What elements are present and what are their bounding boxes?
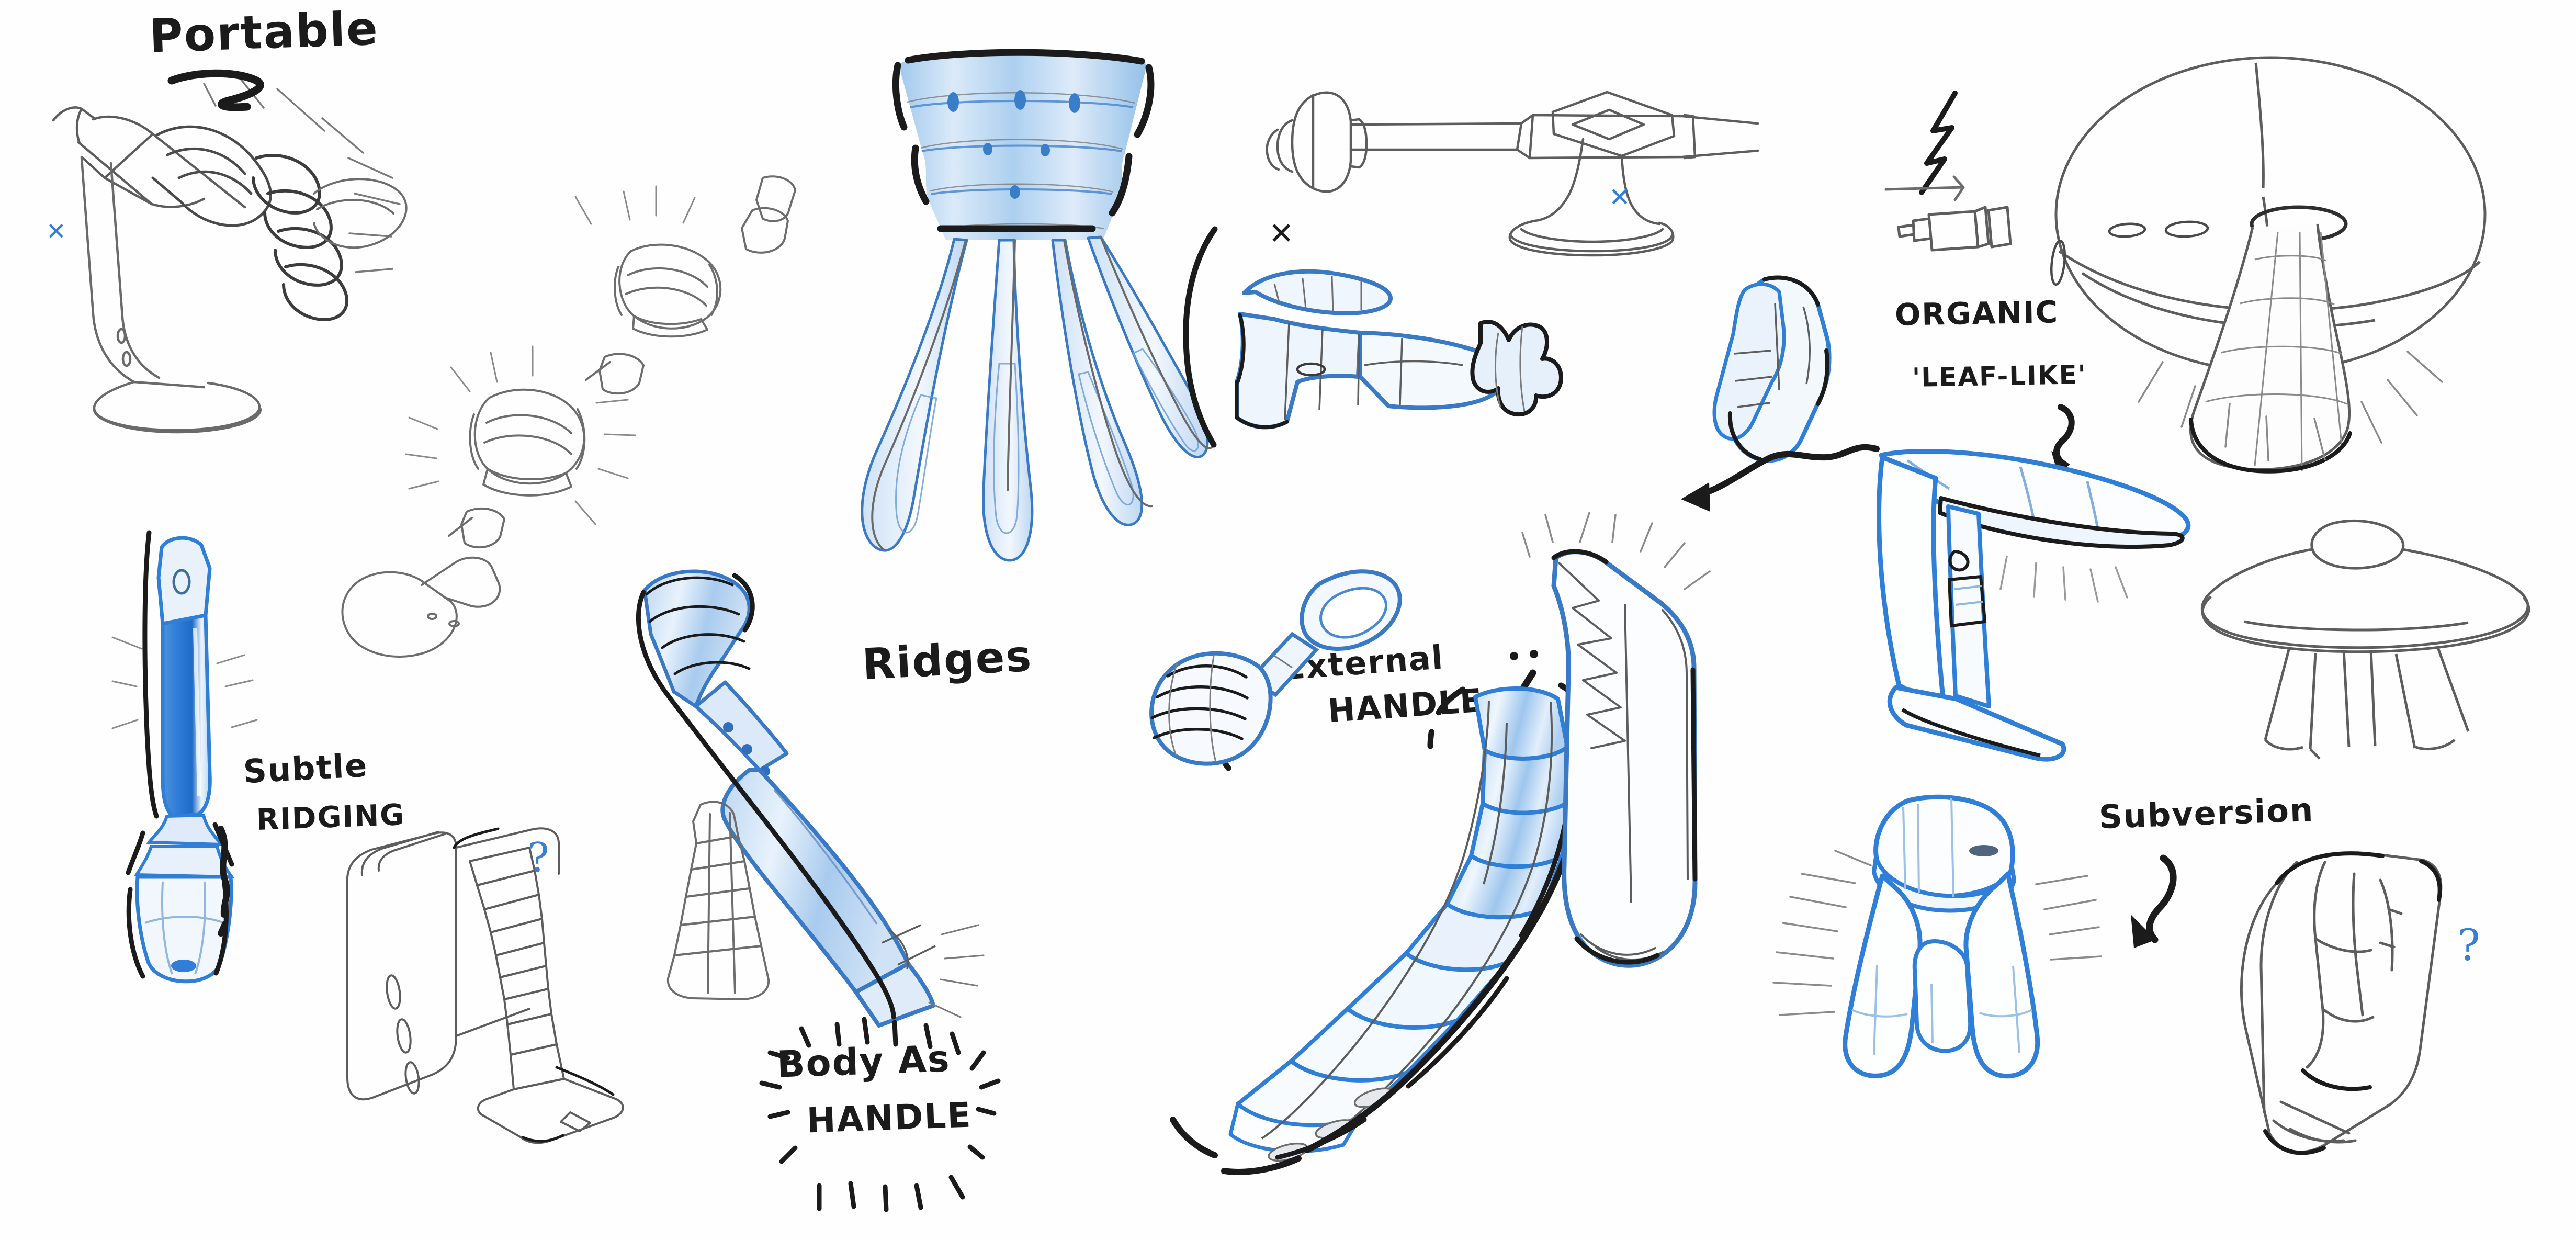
x-mark-external-handle: ✕	[1269, 216, 1294, 251]
sketch-leaf-blade	[1521, 512, 1742, 1036]
sketch-tripod-stool-lamp	[1758, 764, 2102, 1099]
question-mark-ridged-block: ?	[527, 835, 549, 882]
sketch-ribbed-cone-handle	[1135, 555, 1428, 785]
x-mark-barbell: ✕	[1609, 182, 1631, 212]
arrow-to-leaf-lamp-icon	[1671, 434, 1891, 523]
sketch-barbell-pedestal	[1256, 37, 1759, 257]
sketch-wrapped-form	[2213, 842, 2506, 1209]
sketch-saucer-lamp	[2187, 513, 2553, 785]
sketch-small-ribbed-cone	[646, 795, 803, 1005]
sketch-desk-lamp-speed-lines	[31, 21, 429, 450]
sketch-leaf-like-lamp	[1852, 439, 2229, 764]
sketch-exploded-column	[313, 173, 816, 738]
sketch-ridged-block-front	[324, 816, 638, 1151]
sketch-external-handle-body	[1182, 225, 1643, 497]
annotation-portable: Portable	[148, 1, 380, 63]
annotation-subtle: Subtle	[242, 746, 369, 791]
sketch-plug-connector	[1875, 84, 2074, 252]
radiating-ticks-body-as-handle	[722, 1005, 1078, 1235]
annotation-ridging: RIDGING	[255, 798, 406, 837]
underline-swoosh-portable	[167, 68, 303, 115]
pointing-squiggle-icon	[209, 826, 251, 937]
sketch-oval-dome-lamp	[2009, 31, 2563, 481]
arrow-subversion-icon	[2121, 853, 2195, 952]
sketch-flared-cup-tentacles	[842, 29, 1219, 610]
x-mark-left-lamp: ✕	[46, 217, 66, 245]
sketch-tall-blue-wand	[111, 523, 290, 994]
annotation-subversion: Subversion	[2098, 790, 2315, 837]
question-mark-wrapped-form: ?	[2457, 921, 2480, 971]
sketch-hourglass-bottle	[617, 555, 1036, 1028]
